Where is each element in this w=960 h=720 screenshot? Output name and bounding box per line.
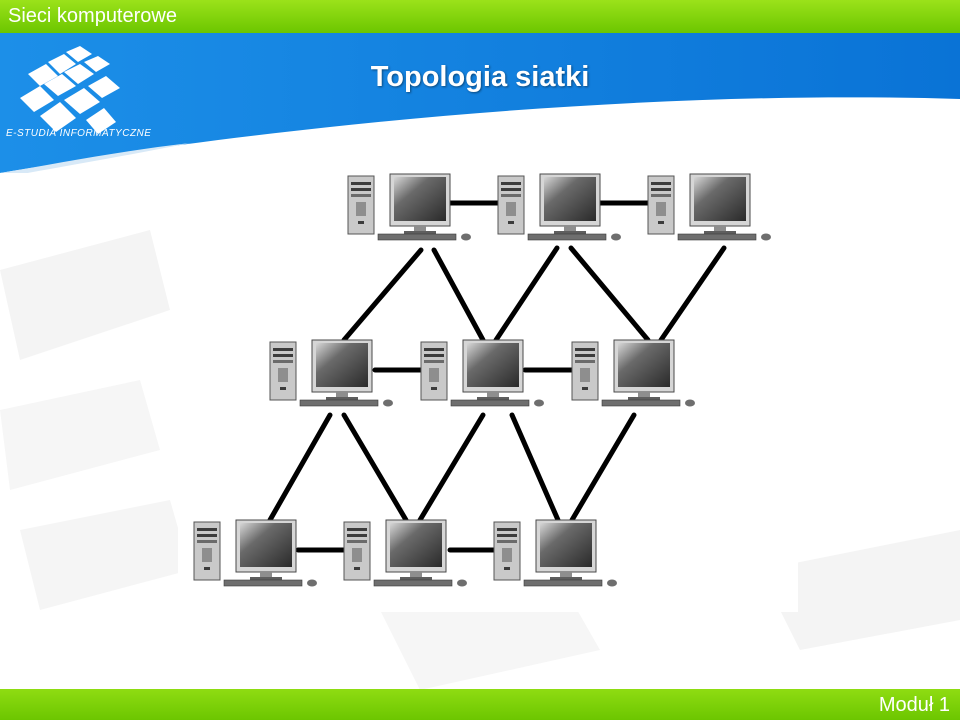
course-title: Sieci komputerowe (8, 5, 177, 27)
top-bar: Sieci komputerowe (0, 0, 960, 33)
computer-icon (493, 519, 618, 587)
slide-title: Topologia siatki (370, 61, 590, 94)
network-links (267, 200, 727, 553)
logo-text: E-STUDIA INFORMATYCZNE (6, 128, 152, 139)
computer-icon (497, 173, 622, 241)
bottom-bar: Moduł 1 (0, 689, 960, 720)
computer-icon (571, 339, 696, 407)
computer-icon (347, 173, 472, 241)
module-label: Moduł 1 (878, 694, 950, 716)
computer-icon (420, 339, 545, 407)
computer-icon (269, 339, 394, 407)
logo-icon (20, 46, 120, 134)
computer-icon (647, 173, 772, 241)
mesh-topology-diagram (178, 160, 798, 612)
computer-icon (193, 519, 318, 587)
computer-icon (343, 519, 468, 587)
header-band (0, 33, 960, 173)
